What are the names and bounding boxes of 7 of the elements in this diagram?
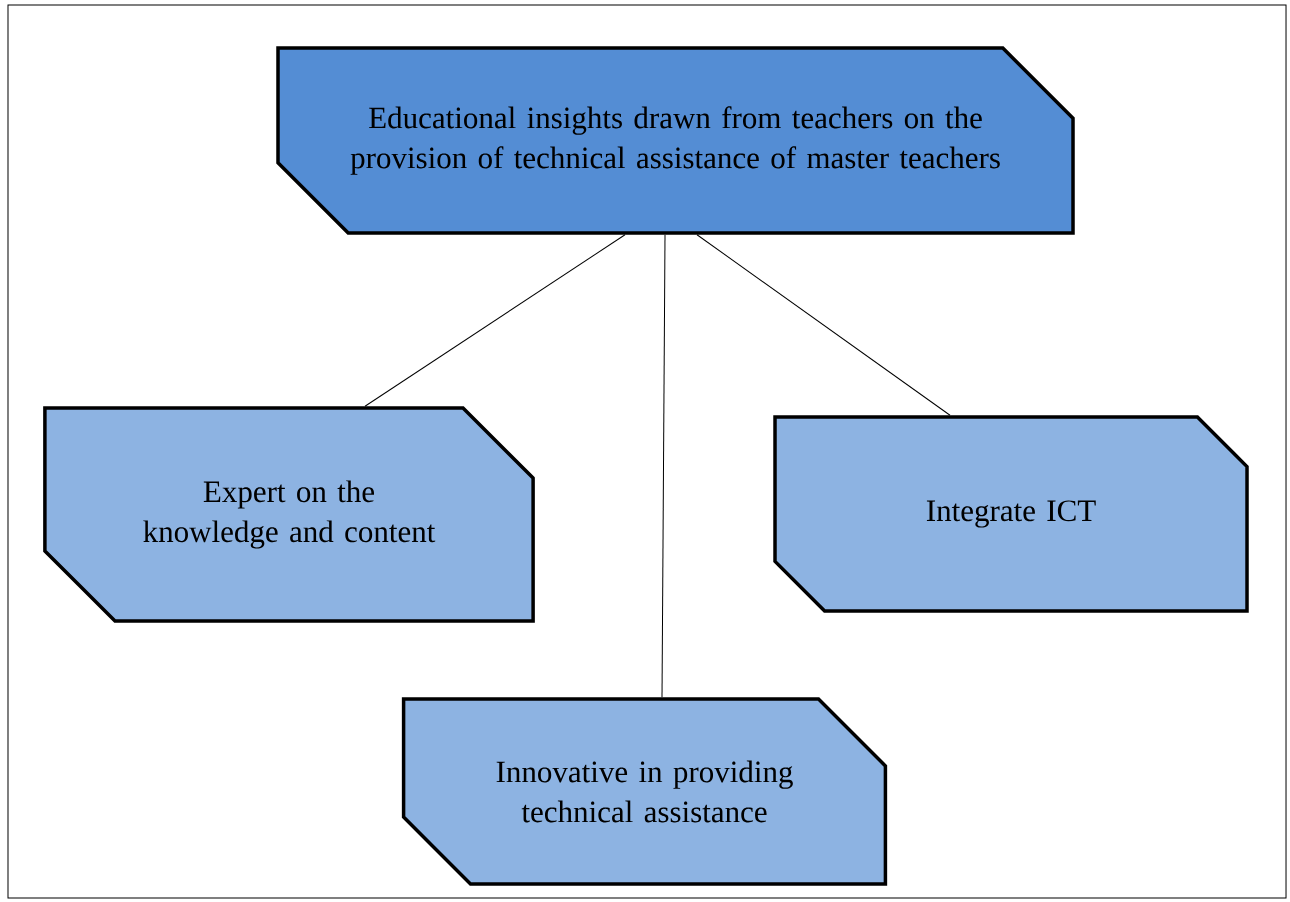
process-box: Innovative in providing technical assistance — [401, 697, 888, 886]
heading-box: Educational insights drawn from teachers on the provision of technical assistance of master teachers — [276, 46, 1075, 235]
process-box: Integrate ICT — [773, 415, 1249, 613]
connector-line — [364, 234, 626, 407]
process-box: Expert on the knowledge and content — [43, 406, 535, 623]
connector-line — [661, 234, 666, 698]
connector-line — [696, 234, 951, 416]
